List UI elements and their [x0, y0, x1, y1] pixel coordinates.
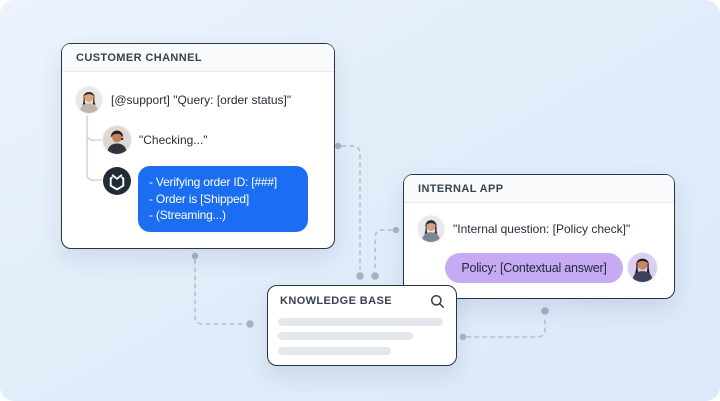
connector-dot — [459, 333, 467, 341]
policy-answer-text: Policy: [Contextual answer] — [461, 261, 607, 275]
customer-avatar — [76, 87, 102, 113]
agent-message: "Checking..." — [139, 133, 208, 147]
internal-app-body: "Internal question: [Policy check]" Poli… — [404, 203, 674, 298]
agent-avatar — [103, 126, 131, 154]
person-icon — [76, 87, 102, 113]
connector-customer-bottom-to-kb — [194, 259, 244, 325]
internal-app-header: INTERNAL APP — [404, 175, 674, 203]
knowledge-base-title: KNOWLEDGE BASE — [280, 295, 392, 307]
skeleton-text-line — [278, 318, 443, 326]
connector-dot — [356, 272, 364, 280]
internal-question-message: "Internal question: [Policy check]" — [453, 222, 631, 236]
thread-connector — [86, 115, 102, 181]
customer-channel-title: CUSTOMER CHANNEL — [76, 51, 202, 64]
connector-dot — [191, 252, 199, 260]
connector-customer-to-kb — [341, 145, 361, 270]
internal-app-title: INTERNAL APP — [418, 182, 504, 195]
answer-recipient-avatar — [628, 253, 657, 282]
connector-dot — [541, 307, 549, 315]
knowledge-base-panel: KNOWLEDGE BASE — [267, 285, 457, 366]
bot-reply-bubble: - Verifying order ID: [###] - Order is [… — [138, 166, 308, 232]
customer-channel-body: [@support] "Query: [order status]" "Chec… — [62, 72, 334, 248]
customer-channel-panel: CUSTOMER CHANNEL [@support] "Q — [61, 43, 335, 249]
person-icon — [418, 216, 444, 242]
bot-hexagon-logo-icon — [103, 167, 131, 195]
bot-reply-line: - (Streaming...) — [149, 208, 226, 222]
connector-dot — [392, 226, 400, 234]
connector-dot — [371, 272, 379, 280]
connector-dot — [246, 320, 254, 328]
customer-channel-header: CUSTOMER CHANNEL — [62, 44, 334, 72]
bot-reply-line: - Verifying order ID: [###] — [149, 175, 277, 189]
skeleton-text-line — [278, 347, 391, 355]
connector-internal-to-kb — [374, 229, 393, 270]
connector-kb-to-internal — [466, 317, 546, 338]
policy-answer-bubble: Policy: [Contextual answer] — [445, 253, 623, 283]
employee-avatar — [418, 216, 444, 242]
internal-app-panel: INTERNAL APP "Internal question: [Policy… — [403, 174, 675, 299]
person-icon — [103, 126, 131, 154]
bot-reply-line: - Order is [Shipped] — [149, 191, 250, 206]
connector-dot — [334, 142, 342, 150]
search-icon[interactable] — [430, 294, 445, 309]
bot-avatar-icon — [103, 167, 131, 195]
customer-message: [@support] "Query: [order status]" — [111, 93, 292, 107]
skeleton-text-line — [278, 332, 413, 340]
person-icon — [628, 253, 657, 282]
